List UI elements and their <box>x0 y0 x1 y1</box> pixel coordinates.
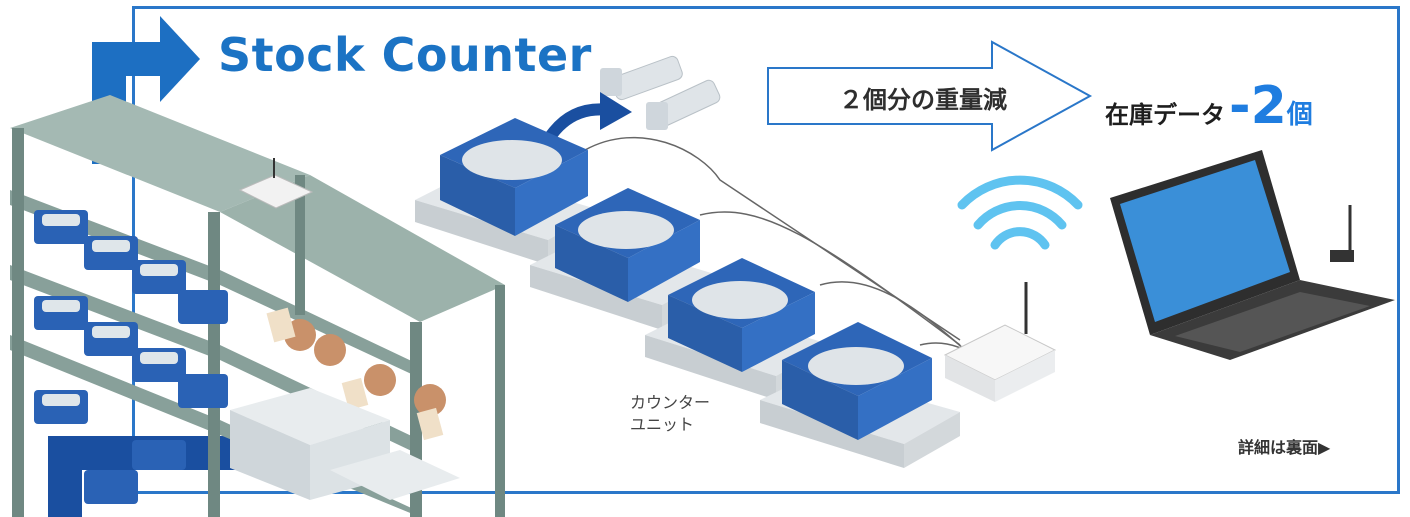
paper-stacks-icon <box>230 388 460 500</box>
bolts-icon <box>600 55 721 130</box>
product-title: Stock Counter <box>218 28 592 82</box>
shelf-bin-contents-icon <box>42 214 178 406</box>
counter-unit-1 <box>415 118 600 265</box>
process-arrow-icon <box>767 40 1093 152</box>
counter-unit-label: カウンター ユニット <box>630 392 710 436</box>
router-shelf-icon <box>238 158 314 209</box>
curved-arrow-icon <box>600 92 632 130</box>
gateway-router-icon <box>943 282 1057 402</box>
stock-data-label: 在庫データ <box>1105 101 1225 129</box>
counter-unit-4 <box>760 322 960 468</box>
weight-decrease-label: ２個分の重量減 <box>839 86 1007 114</box>
stock-unit: 個 <box>1286 100 1313 130</box>
shelving-unit-icon <box>10 95 505 517</box>
laptop-icon <box>1110 150 1395 360</box>
wifi-icon <box>957 175 1083 250</box>
counter-unit-label-line1: カウンター <box>630 393 711 412</box>
valves-icon <box>266 307 446 441</box>
stock-change-value: -2 <box>1229 76 1287 136</box>
counter-unit-label-line2: ユニット <box>630 415 695 434</box>
details-on-back-link[interactable]: 詳細は裏面▶ <box>1238 438 1331 457</box>
stock-data-indicator: 在庫データ-2個 <box>1105 76 1313 136</box>
